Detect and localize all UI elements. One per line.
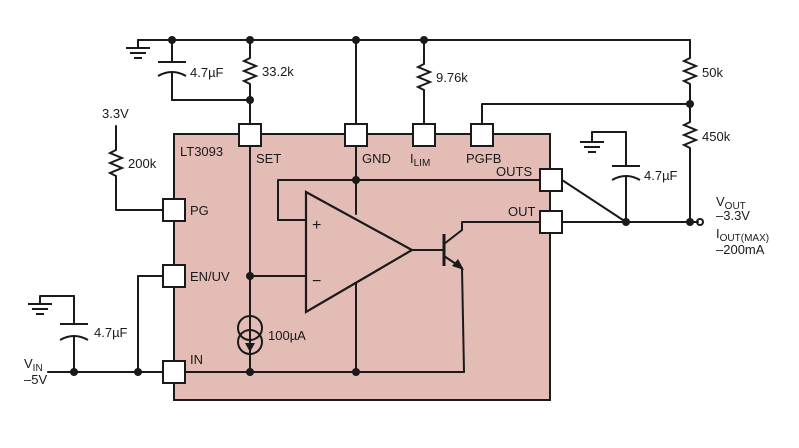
pin-pg	[162, 198, 186, 222]
pin-label-ilim: ILIM	[410, 151, 430, 169]
current-source-symbol	[237, 315, 263, 355]
pin-in	[162, 360, 186, 384]
vin-value: –5V	[24, 372, 47, 387]
pin-label-in: IN	[190, 352, 203, 367]
outs-sense-wire	[561, 179, 627, 223]
divider-resistors	[681, 39, 699, 223]
pg-supply-label: 3.3V	[102, 106, 129, 121]
iout-value: –200mA	[716, 242, 765, 257]
bottom-resistor-label: 450k	[702, 129, 731, 144]
pin-label-pg: PG	[190, 203, 209, 218]
pgfb-wire	[481, 103, 691, 125]
pin-label-gnd: GND	[362, 151, 391, 166]
set-resistor-label: 33.2k	[262, 64, 294, 79]
junction-dots	[70, 36, 704, 376]
input-capacitor-label: 4.7µF	[94, 325, 128, 340]
top-resistor-label: 50k	[702, 65, 723, 80]
pin-set	[238, 123, 262, 147]
en-uv-wire	[137, 275, 163, 373]
set-capacitor	[157, 39, 251, 101]
pin-pgfb	[470, 123, 494, 147]
vout-value: –3.3V	[716, 208, 750, 223]
opamp-plus-sign: +	[312, 217, 321, 234]
pin-en-uv	[162, 264, 186, 288]
set-resistor	[241, 39, 259, 125]
pin-ilim	[412, 123, 436, 147]
input-capacitor	[28, 295, 89, 373]
pg-pullup-resistor	[107, 125, 163, 211]
ilim-resistor	[415, 39, 433, 125]
pin-gnd	[344, 123, 368, 147]
ilim-resistor-label: 9.76k	[436, 70, 468, 85]
current-source-label: 100µA	[268, 328, 306, 343]
vout-label: VOUT	[716, 194, 746, 212]
vin-label: VIN	[24, 356, 43, 374]
top-ground-rail	[126, 39, 691, 59]
pin-label-set: SET	[256, 151, 281, 166]
output-capacitor-label: 4.7µF	[644, 168, 678, 183]
chip-name: LT3093	[180, 144, 223, 159]
pg-resistor-label: 200k	[128, 156, 157, 171]
output-capacitor	[580, 131, 641, 223]
iout-label: IOUT(MAX)	[716, 226, 769, 244]
set-capacitor-label: 4.7µF	[190, 65, 224, 80]
pin-label-outs: OUTS	[496, 164, 532, 179]
pin-label-en-uv: EN/UV	[190, 269, 230, 284]
pin-outs	[539, 168, 563, 192]
plus-feedback-wire	[277, 179, 541, 221]
pin-label-pgfb: PGFB	[466, 151, 501, 166]
opamp-minus-sign: −	[312, 273, 321, 290]
error-amplifier	[304, 190, 415, 314]
pin-label-out: OUT	[508, 204, 536, 219]
pin-out	[539, 210, 563, 234]
pass-transistor	[442, 221, 541, 373]
